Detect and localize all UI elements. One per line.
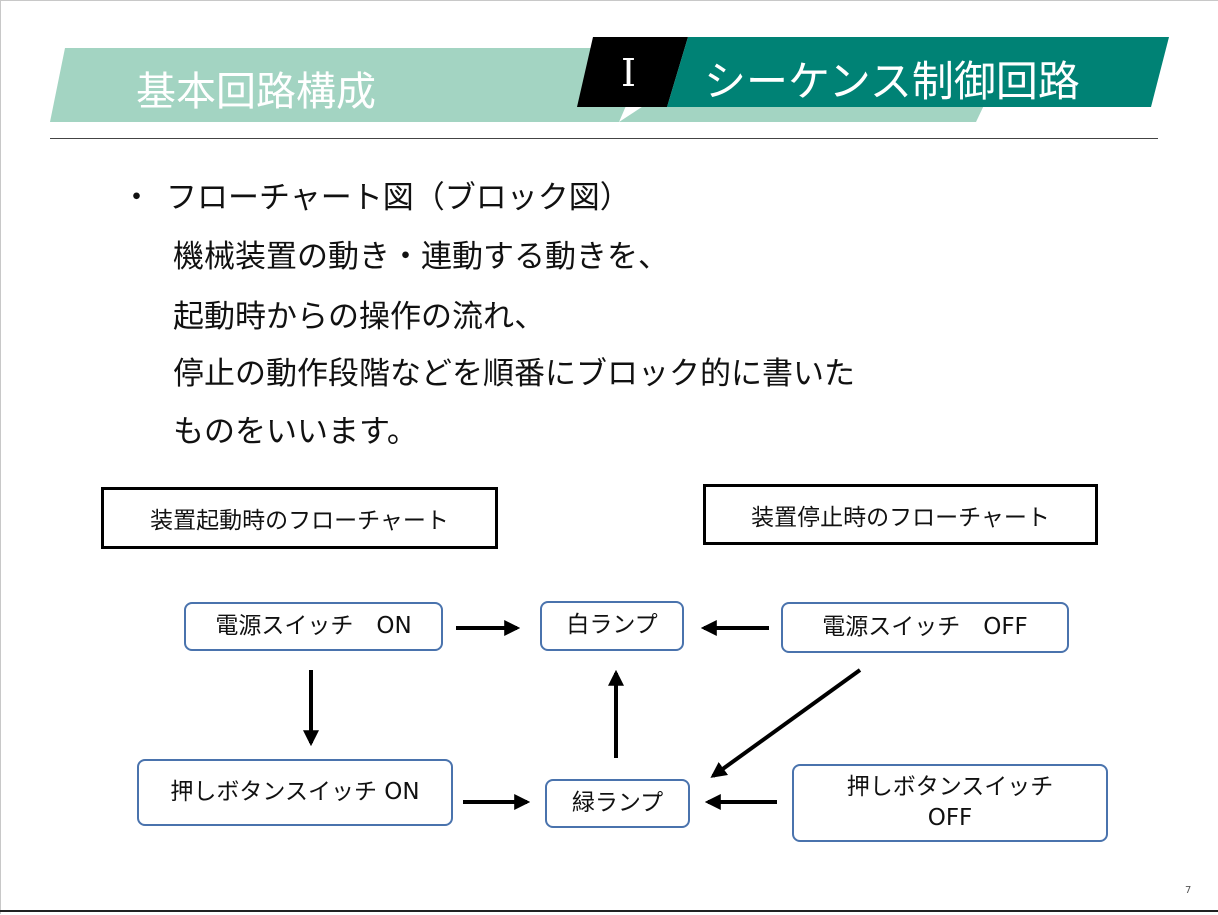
header-banner [50,37,1169,122]
shutdown-flowchart-label-text: 装置停止時のフローチャート [751,504,1050,531]
content-line-2: 起動時からの操作の流れ、 [173,299,546,335]
node-push-button-off-text-1: 押しボタンスイッチ [846,773,1054,800]
node-power-switch-off: 電源スイッチ OFF [781,602,1069,653]
node-push-button-on: 押しボタンスイッチ ON [137,759,453,826]
startup-flowchart-label-text: 装置起動時のフローチャート [150,508,449,534]
node-push-button-off-text-2: OFF [927,805,973,831]
bullet-marker: ・ [121,180,152,216]
node-green-lamp: 緑ランプ [545,779,690,828]
startup-flowchart-label: 装置起動時のフローチャート [101,487,498,549]
node-power-switch-on: 電源スイッチ ON [184,602,443,651]
node-power-switch-on-text: 電源スイッチ ON [215,612,412,639]
content-heading: フローチャート図（ブロック図） [166,180,631,216]
chapter-title: シーケンス制御回路 [704,57,1080,106]
chapter-title-band [667,37,1169,107]
node-push-button-on-text: 押しボタンスイッチ ON [170,778,420,805]
section-title: 基本回路構成 [136,69,376,115]
node-white-lamp-text: 白ランプ [566,612,658,639]
chapter-black-tab [577,37,688,107]
node-power-switch-off-text: 電源スイッチ OFF [822,613,1028,640]
page-number: 7 [1185,885,1192,896]
content-line-4: ものをいいます。 [173,414,418,450]
shutdown-flowchart-label: 装置停止時のフローチャート [703,484,1098,545]
node-green-lamp-text: 緑ランプ [571,789,664,816]
node-white-lamp: 白ランプ [540,601,684,651]
header-divider [50,138,1158,139]
slide-bottom-border [0,910,1218,912]
arrow-power-off-to-green-lamp [710,668,862,778]
light-green-band [50,48,651,122]
node-push-button-off: 押しボタンスイッチ OFF [792,764,1108,842]
content-line-3: 停止の動作段階などを順番にブロック的に書いた [173,356,855,392]
content-line-1: 機械装置の動き・連動する動きを、 [173,239,669,275]
chapter-number: I [621,51,637,95]
